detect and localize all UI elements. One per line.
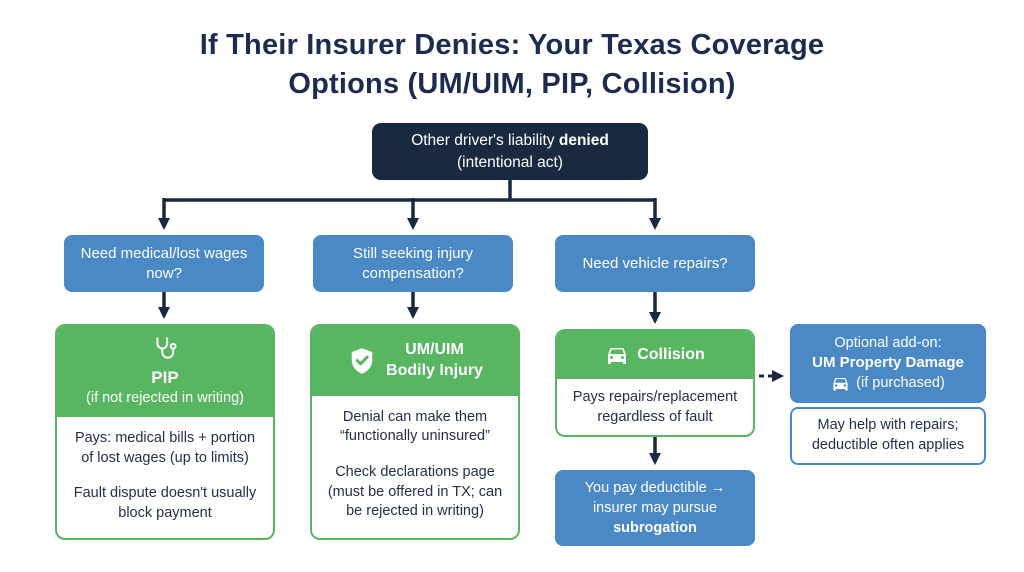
question-box-medical: Need medical/lost wages now? xyxy=(64,235,264,292)
umuim-card-header: UM/UIM Bodily Injury xyxy=(312,326,518,396)
car-icon xyxy=(833,377,848,391)
addon-title: UM Property Damage xyxy=(812,354,964,372)
page-title-line1: If Their Insurer Denies: Your Texas Cove… xyxy=(199,29,825,61)
collision-card: Collision Pays repairs/replacement regar… xyxy=(555,329,755,437)
addon-note: May help with repairs; deductible often … xyxy=(790,407,986,465)
pip-card-body: Pays: medical bills + portion of lost wa… xyxy=(57,417,273,536)
question-box-repairs: Need vehicle repairs? xyxy=(555,235,755,292)
pip-card-header: PIP (if not rejected in writing) xyxy=(57,326,273,417)
root-node: Other driver's liability denied (intenti… xyxy=(372,123,648,180)
subrogation-text-prefix: You pay deductible → insurer may pursue xyxy=(584,479,726,516)
addon-card: Optional add-on: UM Property Damage (if … xyxy=(790,324,986,403)
root-node-line1: Other driver's liability denied xyxy=(411,130,609,152)
pip-body-line: Pays: medical bills + portion of lost wa… xyxy=(74,430,256,466)
page-title-line2: Options (UM/UIM, PIP, Collision) xyxy=(288,67,736,100)
subrogation-text: You pay deductible → insurer may pursue … xyxy=(569,478,741,539)
addon-purchased-label: (if purchased) xyxy=(856,374,945,391)
pip-subtitle: (if not rejected in writing) xyxy=(86,390,244,406)
question-label: Still seeking injury compensation? xyxy=(352,245,474,282)
collision-card-header: Collision xyxy=(557,331,753,379)
stethoscope-icon xyxy=(156,337,177,359)
addon-line3: (if purchased) xyxy=(831,374,945,394)
umuim-card: UM/UIM Bodily Injury Denial can make the… xyxy=(310,324,520,540)
collision-body-line: Pays repairs/replacement regardless of f… xyxy=(572,389,738,425)
addon-line1: Optional add-on: xyxy=(834,334,942,351)
root-node-line2: (intentional act) xyxy=(457,153,563,171)
umuim-title-line1: UM/UIM xyxy=(405,341,464,358)
car-icon xyxy=(608,348,627,364)
root-node-bold: denied xyxy=(558,131,609,149)
question-label: Need vehicle repairs? xyxy=(582,254,728,272)
root-node-text: Other driver's liability xyxy=(411,131,559,149)
umuim-body-line: Check declarations page (must be offered… xyxy=(327,464,503,520)
pip-card: PIP (if not rejected in writing) Pays: m… xyxy=(55,324,275,540)
question-box-injury: Still seeking injury compensation? xyxy=(313,235,513,292)
addon-note-text: May help with repairs; deductible often … xyxy=(811,417,965,453)
subrogation-text-bold: subrogation xyxy=(613,520,697,537)
umuim-card-body: Denial can make them “functionally unins… xyxy=(312,396,518,535)
umuim-body-line: Denial can make them “functionally unins… xyxy=(340,408,490,445)
subrogation-node: You pay deductible → insurer may pursue … xyxy=(555,470,755,546)
pip-body-line: Fault dispute doesn't usually block paym… xyxy=(73,485,257,522)
shield-check-icon xyxy=(351,348,373,374)
pip-title: PIP xyxy=(151,368,179,387)
question-label: Need medical/lost wages now? xyxy=(80,245,248,282)
umuim-title-line2: Bodily Injury xyxy=(386,361,483,379)
collision-card-body: Pays repairs/replacement regardless of f… xyxy=(557,379,753,435)
umuim-title: UM/UIM Bodily Injury xyxy=(386,340,483,382)
collision-title: Collision xyxy=(637,346,705,363)
page-title: If Their Insurer Denies: Your Texas Cove… xyxy=(0,26,1024,103)
